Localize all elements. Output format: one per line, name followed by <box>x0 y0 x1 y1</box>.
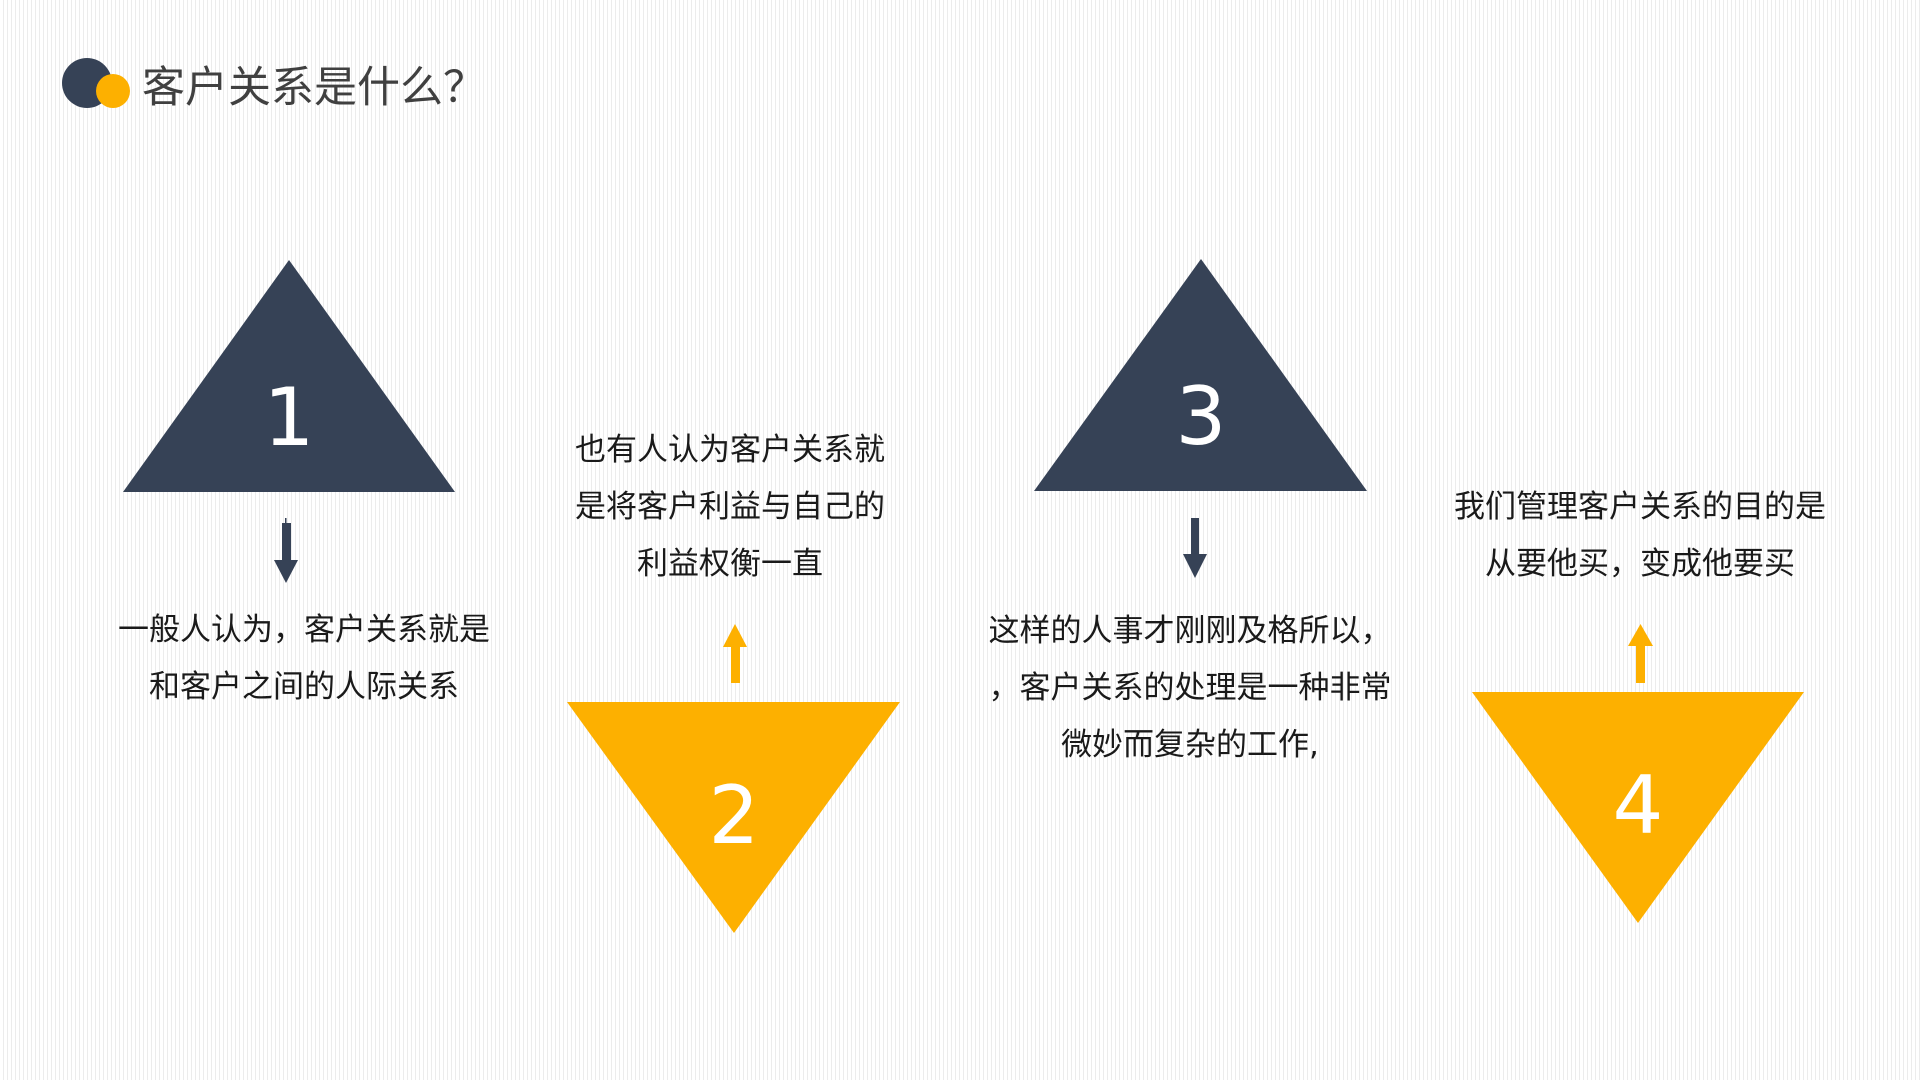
triangle-down-icon <box>1472 692 1804 923</box>
text-line: 利益权衡一直 <box>637 546 823 582</box>
step-1-text: 一般人认为，客户关系就是 和客户之间的人际关系 <box>104 602 504 716</box>
arrow-down-icon <box>1183 518 1207 579</box>
step-4-text: 我们管理客户关系的目的是 从要他买，变成他要买 <box>1440 479 1840 593</box>
arrow-down-icon <box>274 518 298 584</box>
text-line: 和客户之间的人际关系 <box>149 669 459 705</box>
logo <box>62 58 132 110</box>
text-line: 这样的人事才刚刚及格所以， <box>988 613 1392 649</box>
text-line: 也有人认为客户关系就 <box>575 432 885 468</box>
arrow-up-icon <box>1628 624 1653 684</box>
step-4-number: 4 <box>1612 759 1664 852</box>
step-2-triangle <box>567 702 900 933</box>
step-1-triangle <box>123 260 455 492</box>
arrow-up-icon <box>723 624 747 684</box>
text-line: 一般人认为，客户关系就是 <box>118 612 490 648</box>
text-line: 是将客户利益与自己的 <box>575 489 885 525</box>
text-line: ，客户关系的处理是一种非常 <box>988 670 1392 706</box>
step-4-triangle <box>1472 692 1804 923</box>
page-title: 客户关系是什么？ <box>142 63 486 113</box>
text-line: 从要他买，变成他要买 <box>1485 546 1795 582</box>
triangle-down-icon <box>567 702 900 933</box>
step-3-triangle <box>1034 259 1367 491</box>
triangle-up-icon <box>123 260 455 492</box>
text-line: 我们管理客户关系的目的是 <box>1454 489 1826 525</box>
text-line: 微妙而复杂的工作, <box>1061 727 1319 763</box>
step-3-text: 这样的人事才刚刚及格所以， ，客户关系的处理是一种非常 微妙而复杂的工作, <box>975 603 1405 774</box>
step-2-text: 也有人认为客户关系就 是将客户利益与自己的 利益权衡一直 <box>560 422 900 593</box>
triangle-up-icon <box>1034 259 1367 491</box>
step-3-number: 3 <box>1175 370 1227 463</box>
yellow-circle-icon <box>96 74 130 108</box>
step-1-number: 1 <box>263 371 315 464</box>
step-2-number: 2 <box>708 769 760 862</box>
